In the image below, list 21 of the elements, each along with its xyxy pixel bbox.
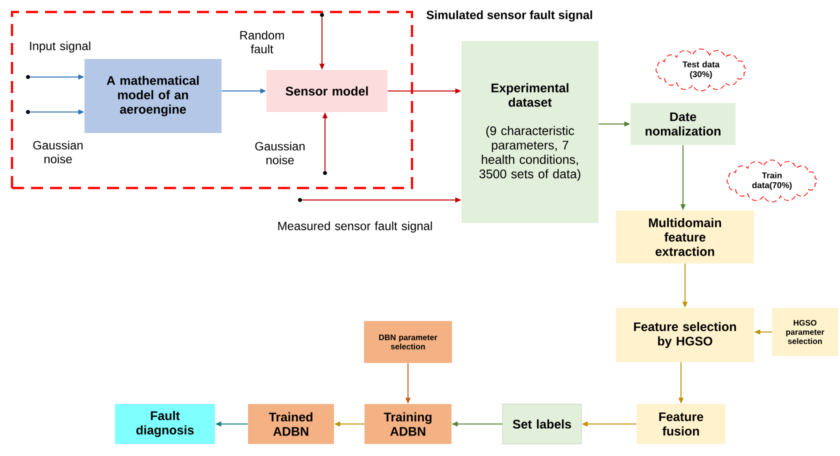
cloud-note: Train data(70%) xyxy=(726,160,818,202)
process-box: Date nomalization xyxy=(630,103,736,145)
group-heading: Simulated sensor fault signal xyxy=(426,10,592,22)
process-box: Trained ADBN xyxy=(248,404,334,444)
signal-label: Random fault xyxy=(240,30,284,54)
process-box: Fault diagnosis xyxy=(115,404,215,444)
process-box: HGSO parameter selection xyxy=(772,308,838,356)
process-box: Feature fusion xyxy=(636,404,726,444)
process-box: Sensor model xyxy=(266,70,388,112)
process-box: Feature selection by HGSO xyxy=(616,308,754,362)
process-box: Set labels xyxy=(502,404,582,444)
process-box: Training ADBN xyxy=(364,404,452,444)
signal-label: Measured sensor fault signal xyxy=(278,221,432,233)
process-box: A mathematical model of an aeroengine xyxy=(84,59,222,133)
signal-label: Gaussian noise xyxy=(33,140,83,164)
dataset-box: Experimental dataset (9 characteristic parameters, 7 health conditions, 3500 sets of data) xyxy=(462,41,598,223)
cloud-note: Test data (30%) xyxy=(656,48,746,92)
signal-label: Gaussian noise xyxy=(255,142,305,164)
signal-label: Input signal xyxy=(30,41,90,53)
process-box: DBN parameter selection xyxy=(364,321,452,363)
process-box: Multidomain feature extraction xyxy=(616,210,754,264)
